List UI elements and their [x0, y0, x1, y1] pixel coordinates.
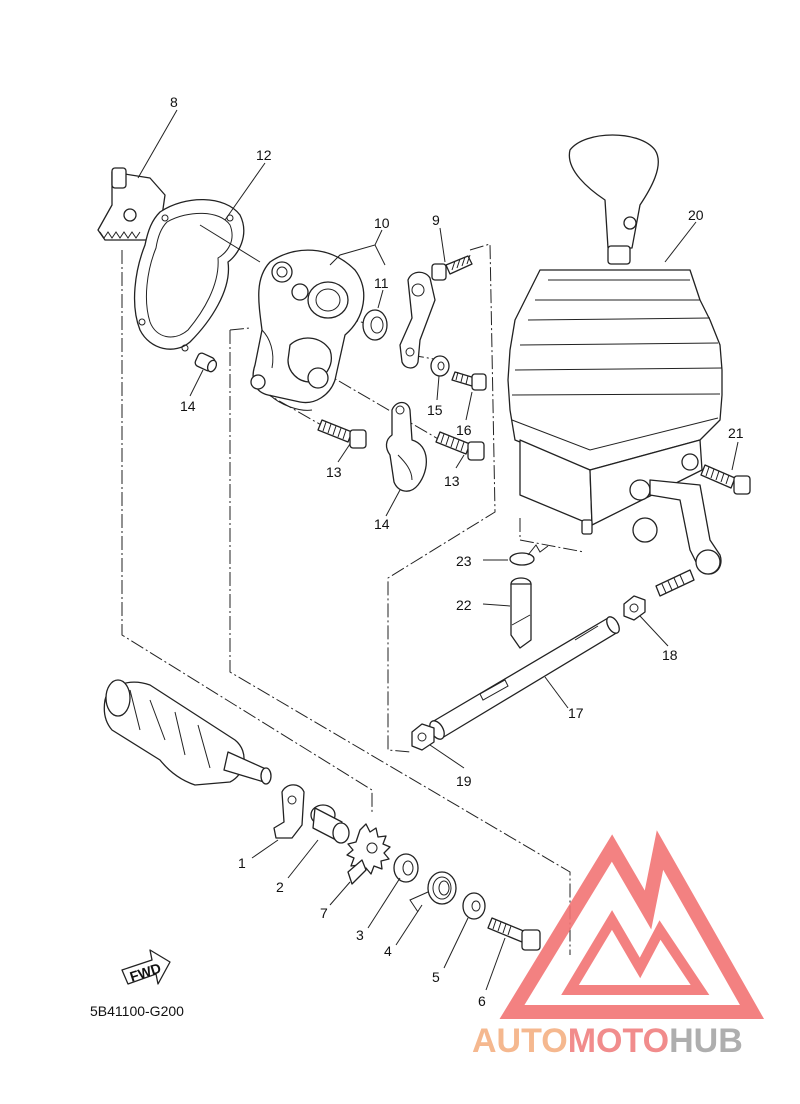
callout-15: 14 [180, 398, 196, 414]
callout-16: 15 [427, 402, 443, 418]
part-20-nut [411, 723, 435, 751]
callout-6: 6 [478, 993, 486, 1009]
part-10-housing-cover [250, 249, 365, 411]
callout-13b: 13 [444, 473, 460, 489]
callout-23: 22 [456, 597, 472, 613]
part-7-star-wheel [346, 823, 391, 885]
callout-8: 8 [170, 94, 178, 110]
part-13-bolt-right [435, 431, 485, 461]
part-13-bolt-left [317, 419, 367, 449]
watermark-logo [499, 830, 765, 1019]
part-17-bolt [451, 371, 487, 391]
watermark-text: AUTOMOTOHUB [472, 1022, 743, 1060]
watermark-part-2: MOTO [568, 1022, 669, 1060]
watermark: AUTOMOTOHUB [472, 830, 765, 1060]
watermark-part-1: AUTO [472, 1022, 568, 1060]
part-22-bolt [700, 464, 751, 495]
fwd-arrow: FWD [121, 949, 171, 985]
callout-1: 1 [238, 855, 246, 871]
callout-18: 17 [568, 705, 584, 721]
part-9-stopper-lever [399, 271, 436, 369]
assembly-guide-lines [121, 243, 585, 955]
part-24-clip [509, 544, 549, 566]
part-2-collar [310, 804, 350, 844]
part-11-oil-seal [362, 309, 388, 341]
callout-19: 18 [662, 647, 678, 663]
part-6-bolt [487, 917, 541, 951]
watermark-part-3: HUB [669, 1022, 743, 1060]
part-8-shift-arm [97, 167, 166, 241]
part-23-sleeve [510, 577, 532, 649]
part-14-clamp [385, 401, 427, 492]
callout-2: 2 [276, 879, 284, 895]
callout-3: 3 [356, 927, 364, 943]
callout-13a: 13 [326, 464, 342, 480]
callout-labels: 8 12 10 9 11 14 15 16 13 13 14 20 21 23 … [170, 94, 744, 1009]
callout-9: 9 [432, 212, 440, 228]
callout-7: 7 [320, 905, 328, 921]
shift-drum [103, 679, 272, 786]
callout-17: 16 [456, 422, 472, 438]
part-19-nut [623, 595, 646, 621]
part-15-dowel [194, 352, 218, 373]
leader-lines [137, 109, 739, 991]
callout-11: 11 [374, 275, 389, 291]
part-3-washer [393, 853, 419, 883]
callout-24: 23 [456, 553, 472, 569]
diagram-code: 5B41100-G200 [90, 1003, 184, 1019]
part-4-spring [409, 871, 457, 913]
part-1-segment [273, 784, 305, 839]
callout-21: 20 [688, 207, 704, 223]
part-5-washer [462, 892, 486, 920]
callout-10: 10 [374, 215, 390, 231]
callout-12: 12 [256, 147, 272, 163]
part-12-gasket [133, 198, 245, 352]
callout-20: 19 [456, 773, 472, 789]
part-21-shift-lever-assembly [507, 134, 723, 575]
part-18-shift-rod [429, 616, 620, 740]
linkage-bolt [655, 569, 695, 597]
callout-4: 4 [384, 943, 392, 959]
callout-14: 14 [374, 516, 390, 532]
part-9-bolt [431, 254, 473, 281]
part-16-washer [430, 355, 450, 377]
callout-5: 5 [432, 969, 440, 985]
callout-22: 21 [728, 425, 744, 441]
